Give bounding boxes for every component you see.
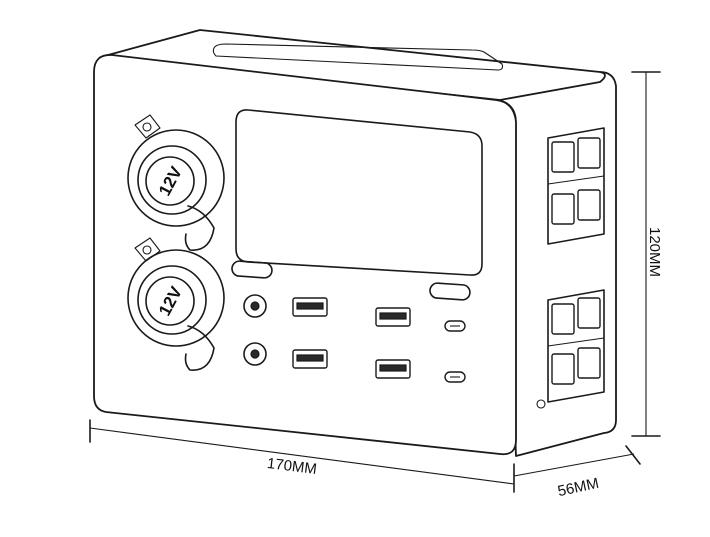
usb-a-port-1[interactable] [292,297,328,317]
height-dimension: 120MM [631,71,663,437]
display-screen [235,109,483,276]
side-screw [536,399,546,409]
depth-dimension: 56MM [513,445,641,500]
dc-port-top[interactable] [243,294,267,318]
usb-a-port-4[interactable] [375,359,411,379]
width-dimension: 170MM [89,419,515,493]
top-panel [107,29,606,101]
anderson-connector-bottom[interactable] [547,289,605,403]
anderson-connector-top[interactable] [547,127,605,245]
usb-c-port-2[interactable] [444,371,466,383]
width-label: 170MM [266,455,318,478]
usb-c-port-1[interactable] [444,320,466,332]
usb-a-port-3[interactable] [292,349,328,369]
front-panel [93,54,517,456]
depth-label: 56MM [556,475,600,500]
height-label: 120MM [646,227,663,277]
left-indicator-button[interactable] [231,260,273,279]
usb-a-port-2[interactable] [375,307,411,327]
right-indicator-button[interactable] [429,282,471,301]
dc-port-bottom[interactable] [243,342,267,366]
